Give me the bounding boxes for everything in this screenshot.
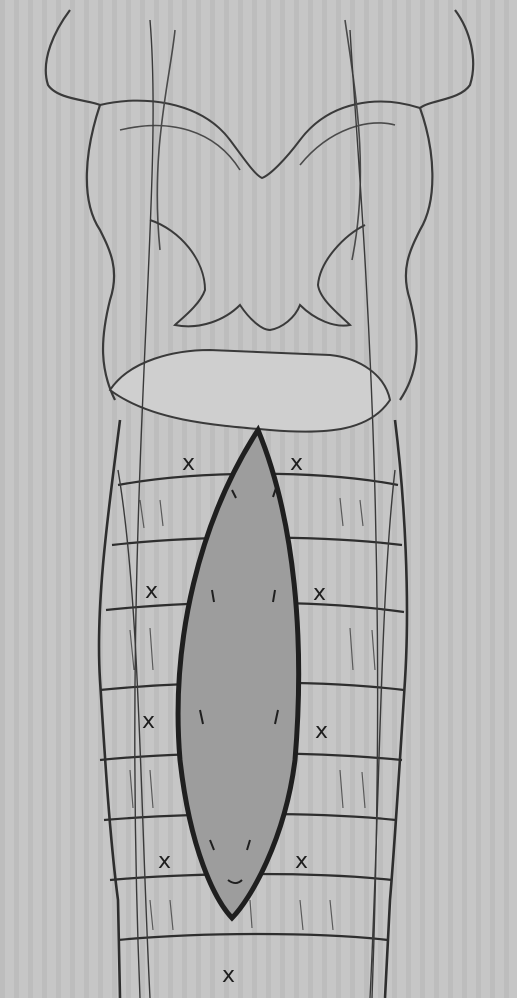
stitch-left-4: x	[158, 849, 171, 874]
stitch-right-3: x	[315, 719, 328, 744]
stitch-right-2: x	[313, 581, 326, 606]
stitch-bottom: x	[222, 963, 235, 988]
stitch-right-4: x	[295, 849, 308, 874]
stitch-left-3: x	[142, 709, 155, 734]
stitch-right-1: x	[290, 451, 303, 476]
stitch-left-1: x	[182, 451, 195, 476]
stitch-left-2: x	[145, 579, 158, 604]
